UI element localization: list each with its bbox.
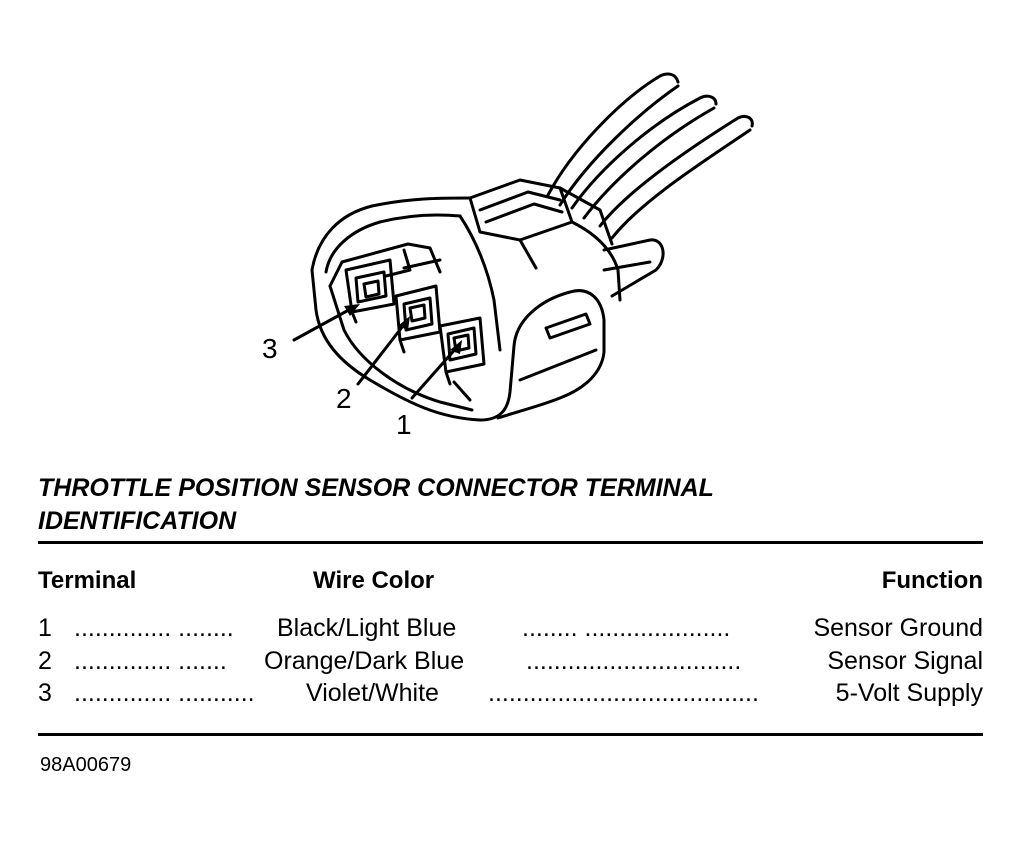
header-function: Function	[881, 567, 983, 594]
leader-dots: ...............................	[526, 647, 742, 675]
table-row: 1 .............. ........ Black/Light Bl…	[38, 612, 983, 644]
figure-id: 98A00679	[40, 754, 132, 776]
terminal-number: 2	[38, 647, 52, 675]
callout-leaders	[292, 304, 460, 400]
terminal-number: 3	[38, 679, 52, 707]
callout-label-3: 3	[262, 333, 278, 364]
diagram-title: THROTTLE POSITION SENSOR CONNECTOR TERMI…	[38, 472, 938, 538]
callout-label-2: 2	[336, 383, 352, 414]
function: Sensor Signal	[827, 647, 983, 675]
leader-dots: .......................................	[488, 679, 759, 707]
wire-color: Orange/Dark Blue	[264, 647, 465, 675]
title-line-2: IDENTIFICATION	[38, 507, 237, 535]
connector-latch	[468, 178, 614, 270]
function: Sensor Ground	[813, 614, 983, 642]
title-line-1: THROTTLE POSITION SENSOR CONNECTOR TERMI…	[38, 474, 714, 502]
table-row: 3 .............. ........... Violet/Whit…	[38, 677, 983, 709]
terminal-2	[394, 284, 442, 354]
arrowhead-1	[450, 340, 462, 354]
header-wire-color: Wire Color	[313, 567, 435, 594]
table-row: 2 .............. ....... Orange/Dark Blu…	[38, 645, 983, 677]
connector-housing	[310, 196, 665, 422]
top-rule	[38, 541, 983, 544]
arrowhead-3	[344, 304, 360, 316]
leader-dots: .............. .......	[74, 647, 227, 675]
leader-dots: .............. ...........	[74, 679, 255, 707]
leader-dots: .............. ........	[74, 614, 234, 642]
leader-dots: ........ .....................	[522, 614, 731, 642]
terminal-number: 1	[38, 614, 52, 642]
wire-color: Violet/White	[306, 679, 439, 707]
connector-illustration: 3 2 1	[262, 72, 754, 440]
terminal-3	[344, 258, 396, 324]
arrowhead-2	[398, 316, 410, 330]
terminal-1	[438, 316, 486, 402]
function: 5-Volt Supply	[835, 679, 983, 707]
wire-bundle	[546, 72, 754, 240]
header-terminal: Terminal	[38, 567, 137, 594]
callout-label-1: 1	[396, 409, 412, 440]
wire-color: Black/Light Blue	[277, 614, 457, 642]
terminal-cavity	[328, 242, 474, 412]
bottom-rule	[38, 733, 983, 736]
